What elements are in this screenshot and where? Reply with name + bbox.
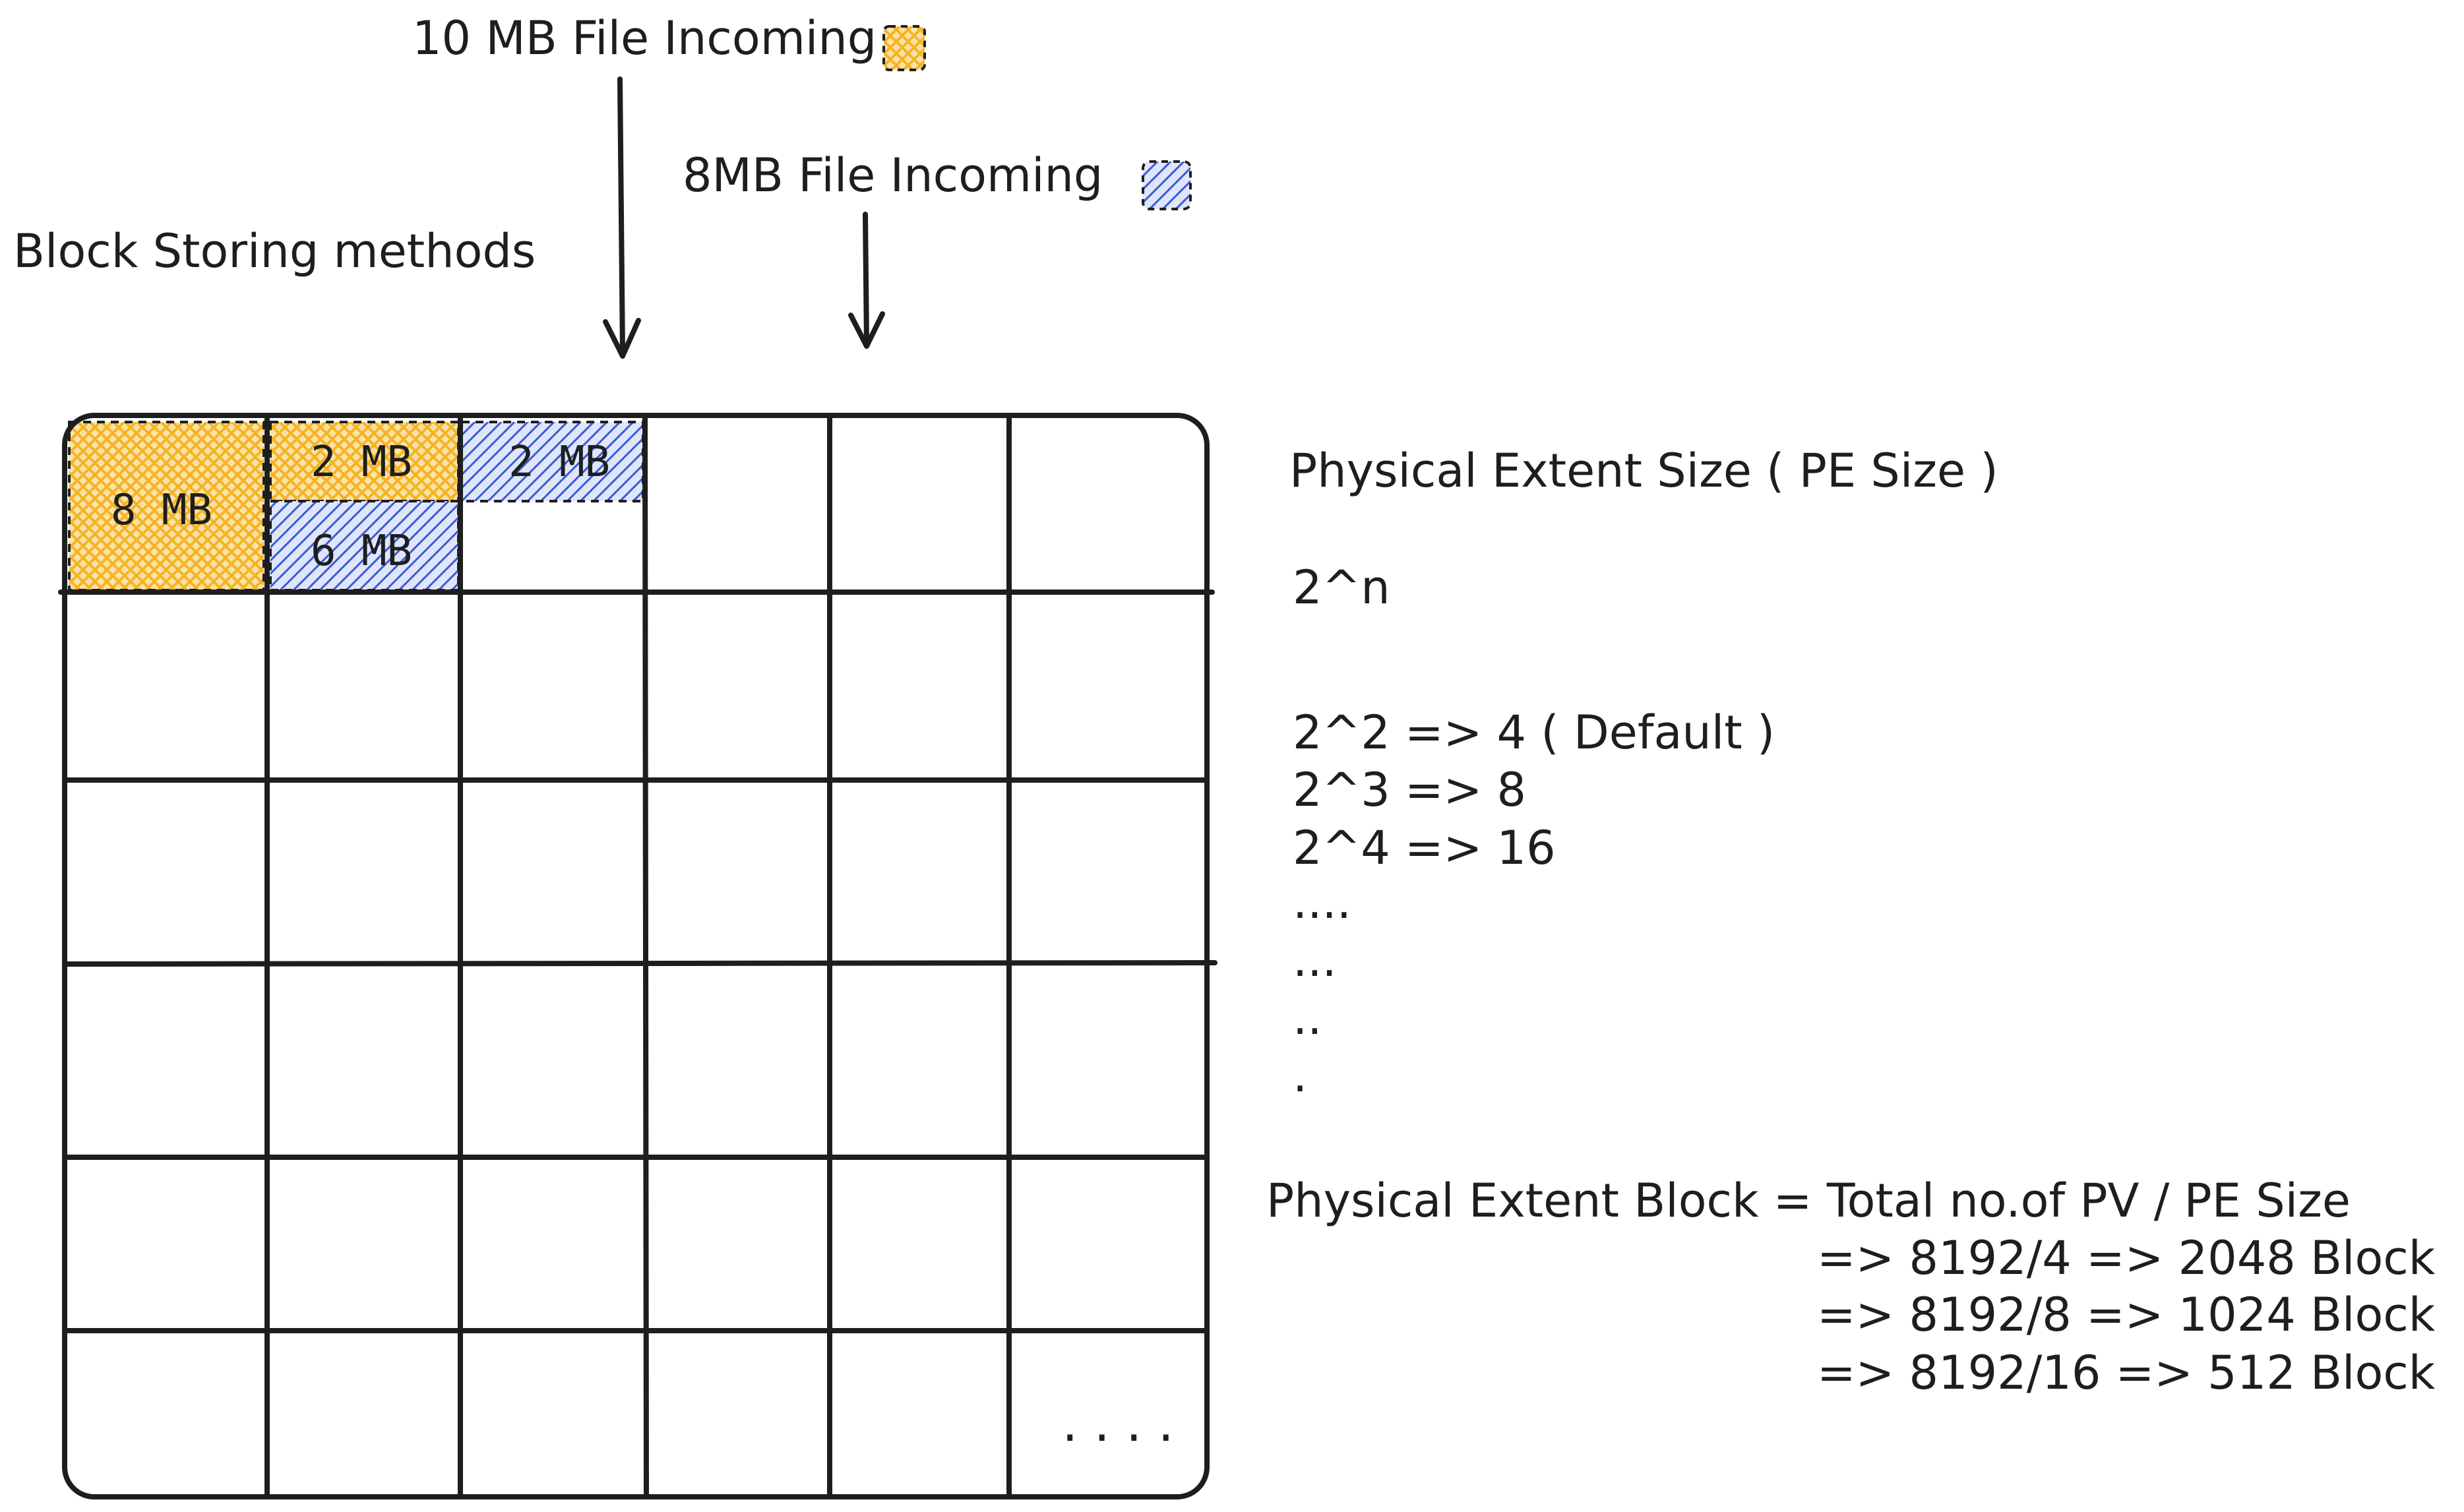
pe-dots-3: ... xyxy=(1293,933,1337,987)
diagram-title: Block Storing methods xyxy=(13,224,536,278)
arrow-down-icon xyxy=(863,212,869,347)
pe-example-8: 2^3 => 8 xyxy=(1293,763,1526,817)
pe-calculation-4: => 8192/4 => 2048 Block xyxy=(1817,1231,2436,1285)
block-label-8mb: 8 MB xyxy=(111,486,212,535)
arrow-down-icon xyxy=(617,76,625,355)
pe-dots-2: .. xyxy=(1293,991,1322,1045)
incoming-file-10mb: 10 MB File Incoming xyxy=(412,11,926,359)
block-label-6mb: 6 MB xyxy=(311,527,412,576)
orange-swatch-icon xyxy=(882,25,926,71)
grid-ellipsis: .... xyxy=(1057,1403,1185,1451)
block-2mb-blue xyxy=(460,421,644,502)
block-8mb-orange xyxy=(68,421,265,591)
pe-heading: Physical Extent Size ( PE Size ) xyxy=(1289,444,1998,498)
pe-notes: Physical Extent Size ( PE Size ) 2^n 2^2… xyxy=(1266,444,2436,1400)
incoming-label-10mb: 10 MB File Incoming xyxy=(412,11,877,65)
blue-swatch-icon xyxy=(1142,160,1192,210)
grid-border xyxy=(62,413,1210,1499)
pe-dots-1: . xyxy=(1293,1048,1307,1103)
incoming-label-8mb: 8MB File Incoming xyxy=(683,148,1103,202)
block-6mb-blue xyxy=(269,500,460,591)
pe-example-16: 2^4 => 16 xyxy=(1293,821,1556,875)
pe-example-4: 2^2 => 4 ( Default ) xyxy=(1293,706,1775,760)
pe-block-formula: Physical Extent Block = Total no.of PV /… xyxy=(1266,1174,2351,1228)
block-label-2mb-orange: 2 MB xyxy=(311,438,412,487)
storage-grid: 8 MB 2 MB 6 MB 2 MB .... xyxy=(58,413,1217,1499)
pe-dots-4: .... xyxy=(1293,875,1351,929)
block-label-2mb-blue: 2 MB xyxy=(508,438,610,487)
pe-calculation-16: => 8192/16 => 512 Block xyxy=(1817,1346,2436,1400)
incoming-file-8mb: 8MB File Incoming xyxy=(683,148,1192,349)
pe-formula: 2^n xyxy=(1293,560,1390,615)
pe-calculation-8: => 8192/8 => 1024 Block xyxy=(1817,1288,2436,1342)
